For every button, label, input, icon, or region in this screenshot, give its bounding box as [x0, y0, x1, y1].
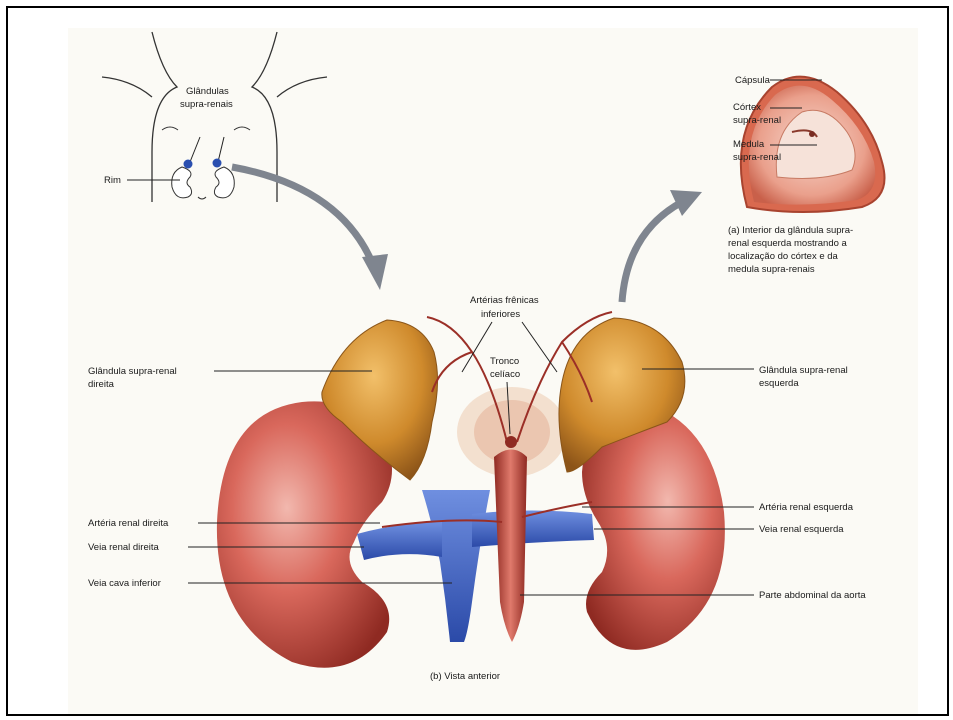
slide-frame: Glândulas supra-renais Rim Cápsula Córte…	[6, 6, 949, 716]
phrenic-arteries-label-1: Artérias frênicas	[470, 295, 539, 306]
inferior-vena-cava	[422, 490, 490, 642]
vena-cava-label: Veia cava inferior	[88, 578, 161, 589]
arrow-to-main-icon	[232, 167, 388, 290]
aorta-label: Parte abdominal da aorta	[759, 590, 866, 601]
small-left-gland	[213, 159, 222, 168]
abdominal-aorta	[494, 450, 527, 643]
main-labels: Artérias frênicas inferiores Tronco celí…	[88, 295, 866, 682]
left-renal-vein	[472, 511, 594, 548]
right-renal-vein-label: Veia renal direita	[88, 542, 159, 553]
section-caption-4: medula supra-renais	[728, 264, 815, 275]
phrenic-arteries-label-2: inferiores	[481, 309, 520, 320]
left-gland-label-1: Glândula supra-renal	[759, 365, 848, 376]
gland-section-inset: Cápsula Córtex supra-renal Medula supra-…	[728, 75, 885, 275]
inset-title-line2: supra-renais	[180, 99, 233, 110]
capsule-label: Cápsula	[735, 75, 771, 86]
celiac-trunk-label-1: Tronco	[490, 356, 519, 367]
kidney-label: Rim	[104, 175, 121, 186]
section-caption-1: (a) Interior da glândula supra-	[728, 225, 853, 236]
left-renal-vein-label: Veia renal esquerda	[759, 524, 844, 535]
cortex-label-1: Córtex	[733, 102, 761, 113]
section-caption-2: renal esquerda mostrando a	[728, 238, 848, 249]
left-renal-artery-label: Artéria renal esquerda	[759, 502, 854, 513]
cortex-label-2: supra-renal	[733, 115, 781, 126]
right-gland-label-2: direita	[88, 379, 115, 390]
left-gland-label-2: esquerda	[759, 378, 799, 389]
body-outline-inset: Glândulas supra-renais Rim	[102, 32, 327, 202]
adrenal-gland-illustration: Glândulas supra-renais Rim Cápsula Córte…	[8, 8, 947, 714]
celiac-trunk-label-2: celíaco	[490, 369, 520, 380]
section-caption-3: localização do córtex e da	[728, 251, 839, 262]
celiac-trunk	[505, 436, 517, 448]
right-gland-label-1: Glândula supra-renal	[88, 366, 177, 377]
main-kidneys-illustration	[217, 312, 725, 668]
small-right-gland	[184, 160, 193, 169]
main-caption: (b) Vista anterior	[430, 671, 500, 682]
right-renal-vein	[357, 522, 442, 560]
inset-title-line1: Glândulas	[186, 86, 229, 97]
medulla-label-1: Medula	[733, 139, 765, 150]
right-renal-artery-label: Artéria renal direita	[88, 518, 169, 529]
arrow-to-section-icon	[622, 190, 702, 302]
medulla-label-2: supra-renal	[733, 152, 781, 163]
